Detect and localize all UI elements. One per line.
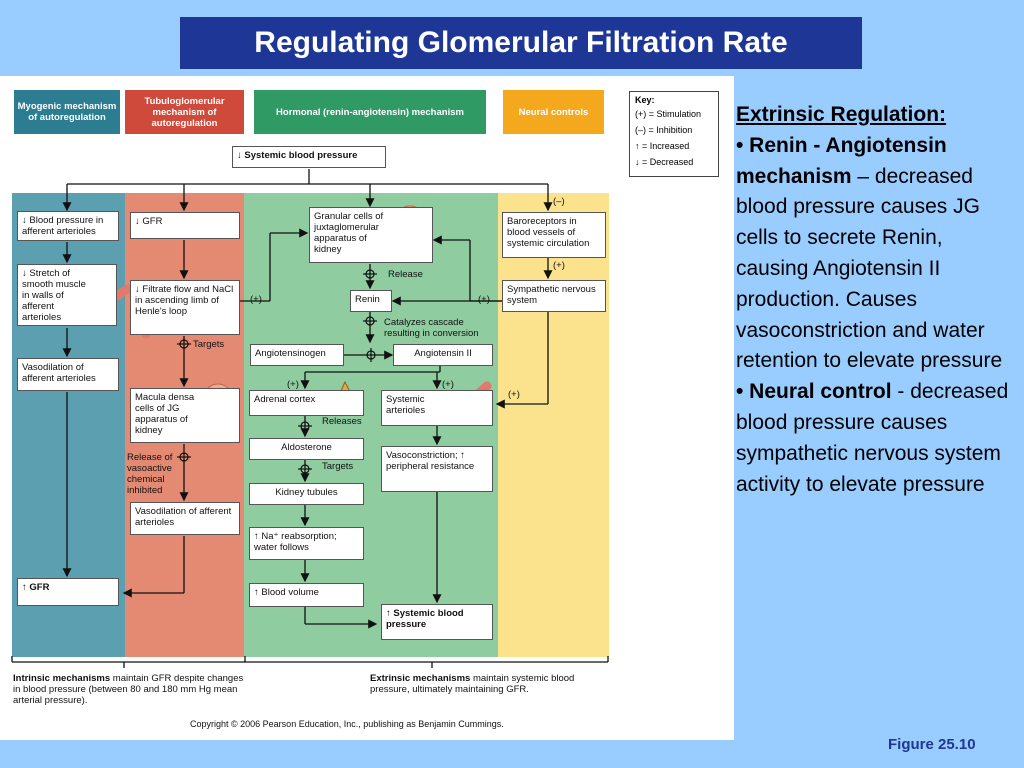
flow-arrows bbox=[11, 169, 609, 668]
key-title: Key: bbox=[635, 95, 655, 105]
stimulation-label-1: (+) bbox=[250, 294, 262, 305]
stimulation-label-3: (+) bbox=[442, 379, 454, 390]
regulation-figure: Myogenic mechanism of autoregulation Tub… bbox=[0, 76, 734, 740]
key-increased: ↑ = Increased bbox=[635, 141, 690, 151]
stimulation-label-4: (+) bbox=[478, 294, 490, 305]
header-tubulo: Tubuloglomerular mechanism of autoregula… bbox=[125, 90, 244, 134]
header-hormonal: Hormonal (renin-angiotensin) mechanism bbox=[254, 90, 486, 134]
header-neural: Neural controls bbox=[503, 90, 604, 134]
blood-volume: ↑ Blood volume bbox=[249, 583, 364, 607]
tubulo-targets-label: Targets bbox=[193, 339, 225, 350]
tubulo-filtrate: ↓ Filtrate flow and NaCl in ascending li… bbox=[130, 280, 240, 335]
kidney-tubules: Kidney tubules bbox=[249, 483, 364, 505]
na-reabsorption: ↑ Na⁺ reabsorption; water follows bbox=[249, 527, 364, 560]
neural-column bbox=[498, 193, 609, 657]
tubulo-release-label: Release of vasoactive chemical inhibited bbox=[127, 452, 173, 496]
tubulo-macula-densa: Macula densa cells of JG apparatus of ki… bbox=[130, 388, 240, 443]
granular-cells: Granular cells of juxtaglomerular appara… bbox=[309, 207, 433, 263]
renin: Renin bbox=[350, 290, 392, 312]
key-decreased: ↓ = Decreased bbox=[635, 157, 694, 167]
angiotensinogen: Angiotensinogen bbox=[250, 344, 344, 366]
extrinsic-regulation-text: Extrinsic Regulation: • Renin - Angioten… bbox=[736, 100, 1016, 500]
extrinsic-note: Extrinsic mechanisms maintain systemic b… bbox=[370, 673, 575, 695]
copyright: Copyright © 2006 Pearson Education, Inc.… bbox=[190, 719, 504, 729]
up-arrow-icon: ↑ bbox=[635, 141, 643, 151]
gfr-increase: ↑ GFR bbox=[17, 578, 119, 606]
systemic-arterioles: Systemic arterioles bbox=[381, 390, 493, 426]
key-stimulation: (+) = Stimulation bbox=[635, 109, 702, 119]
systemic-bp-decrease: ↓ Systemic blood pressure bbox=[232, 146, 386, 168]
slide-title: Regulating Glomerular Filtration Rate bbox=[180, 17, 862, 69]
myogenic-bp-afferent: ↓ Blood pressure in afferent arterioles bbox=[17, 211, 119, 241]
release-label: Release bbox=[388, 269, 423, 280]
legend-key: Key: (+) = Stimulation (–) = Inhibition … bbox=[629, 91, 719, 177]
bullet-renin: • Renin - Angiotensin mechanism – decrea… bbox=[736, 133, 1003, 373]
inhibition-label: (–) bbox=[553, 196, 565, 207]
figure-label: Figure 25.10 bbox=[888, 736, 976, 753]
stimulation-label-5: (+) bbox=[508, 389, 520, 400]
down-arrow-icon: ↓ bbox=[635, 157, 643, 167]
targets-label: Targets bbox=[322, 461, 354, 472]
aldosterone: Aldosterone bbox=[249, 438, 364, 460]
systemic-bp-increase: ↑ Systemic blood pressure bbox=[381, 604, 493, 640]
key-inhibition: (–) = Inhibition bbox=[635, 125, 693, 135]
adrenal-cortex: Adrenal cortex bbox=[249, 390, 364, 416]
stimulation-label-2: (+) bbox=[287, 379, 299, 390]
myogenic-stretch: ↓ Stretch of smooth muscle in walls of a… bbox=[17, 264, 117, 326]
side-heading: Extrinsic Regulation: bbox=[736, 103, 947, 126]
releases-label: Releases bbox=[322, 416, 362, 427]
tubulo-gfr-decrease: ↓ GFR bbox=[130, 212, 240, 239]
baroreceptors: Baroreceptors in blood vessels of system… bbox=[502, 212, 606, 258]
myogenic-vasodilation: Vasodilation of afferent arterioles bbox=[17, 358, 119, 391]
angiotensin-ii: Angiotensin II bbox=[393, 344, 493, 366]
tubulo-vasodilation: Vasodilation of afferent arterioles bbox=[130, 502, 240, 535]
header-myogenic: Myogenic mechanism of autoregulation bbox=[14, 90, 120, 134]
neural-stimulation-a: (+) bbox=[553, 260, 565, 271]
bullet-neural: • Neural control - decreased blood press… bbox=[736, 380, 1009, 496]
catalyzes-label: Catalyzes cascade resulting in conversio… bbox=[384, 317, 479, 339]
intrinsic-note: Intrinsic mechanisms maintain GFR despit… bbox=[13, 673, 244, 706]
vasoconstriction: Vasoconstriction; ↑ peripheral resistanc… bbox=[381, 446, 493, 492]
sympathetic-nervous-system: Sympathetic nervous system bbox=[502, 280, 606, 312]
